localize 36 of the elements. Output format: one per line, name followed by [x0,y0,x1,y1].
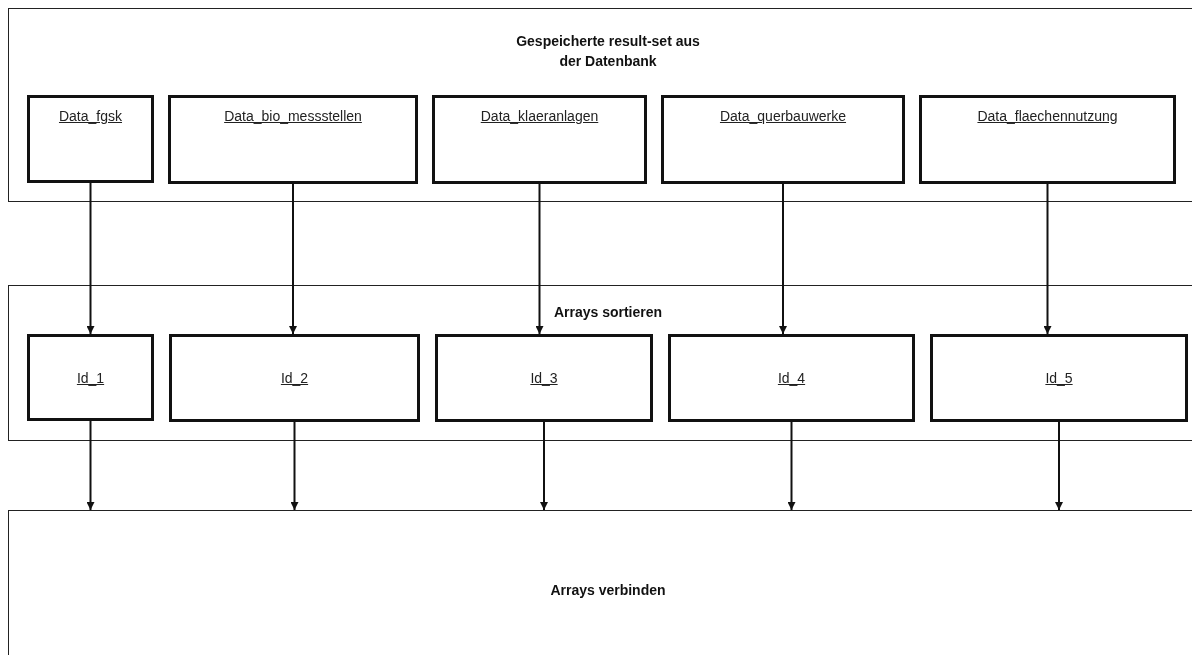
data-box [661,95,905,184]
box-label: Id_2 [280,370,309,386]
data-box [27,334,154,421]
box-label: Id_4 [777,370,806,386]
group-frame [8,510,1192,655]
arrow [787,421,796,511]
data-box [27,95,154,183]
box-label: Data_fgsk [58,108,122,124]
data-box [168,95,418,184]
box-label: Data_bio_messstellen [224,108,362,124]
arrow [540,421,548,511]
group-heading: Arrays sortieren [552,303,664,322]
arrow [1055,421,1063,511]
data-box [435,334,653,422]
group-heading: Arrays verbinden [549,580,667,600]
group-frame [8,8,1192,202]
box-label: Id_1 [76,369,105,386]
data-box [432,95,647,184]
data-box [930,334,1188,422]
arrow [86,182,95,335]
arrow [290,421,299,511]
arrow [1043,183,1052,335]
data-box [668,334,915,422]
box-label: Id_3 [530,370,558,386]
data-box [169,334,420,422]
box-label: Data_klaeranlagen [480,108,599,124]
arrow [779,183,787,335]
group-heading: Gespeicherte result-set aus der Datenbank [515,32,701,72]
box-label: Id_5 [1045,370,1073,386]
arrow [86,420,95,511]
arrow [535,183,544,335]
group-frame [8,285,1192,441]
data-box [919,95,1176,184]
arrow [289,183,297,335]
box-label: Data_querbauwerke [719,108,847,124]
box-label: Data_flaechennutzung [977,108,1118,124]
